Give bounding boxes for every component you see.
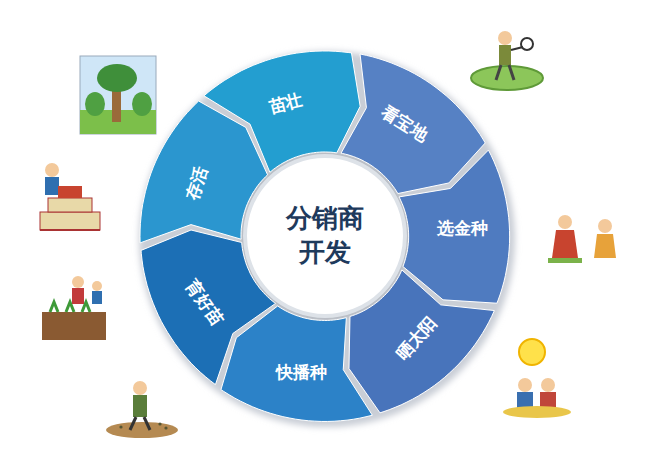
process-segment: 快播种 <box>221 306 372 421</box>
segment-label: 晒太阳 <box>394 314 441 363</box>
segment-outline <box>140 101 268 243</box>
segment-outline <box>341 54 485 194</box>
block-builder <box>40 163 100 230</box>
segment-label: 选金种 <box>437 220 488 237</box>
ring-shadow <box>139 51 515 427</box>
segment-outline <box>399 150 510 303</box>
center-circle: 分销商 开发 <box>243 154 407 318</box>
tree-picture <box>80 56 156 134</box>
segment-outline <box>204 51 360 172</box>
segment-shape <box>221 306 372 421</box>
process-segment: 选金种 <box>399 150 510 303</box>
two-people <box>548 215 616 263</box>
segment-label: 育好苗 <box>183 277 226 329</box>
center-title: 分销商 开发 <box>282 202 368 270</box>
farmer-sowing <box>106 381 178 438</box>
segment-shape <box>399 150 510 303</box>
segment-outline <box>221 305 372 420</box>
sun-people <box>503 339 571 418</box>
segment-label: 苗壮 <box>268 91 305 116</box>
segment-outline <box>141 230 275 385</box>
garden-people <box>42 276 106 340</box>
segment-label: 看宝地 <box>379 103 431 144</box>
segment-outline <box>349 270 494 413</box>
scout-figure <box>471 31 543 90</box>
segment-label: 快播种 <box>276 364 327 381</box>
segment-label: 存活 <box>184 165 211 203</box>
